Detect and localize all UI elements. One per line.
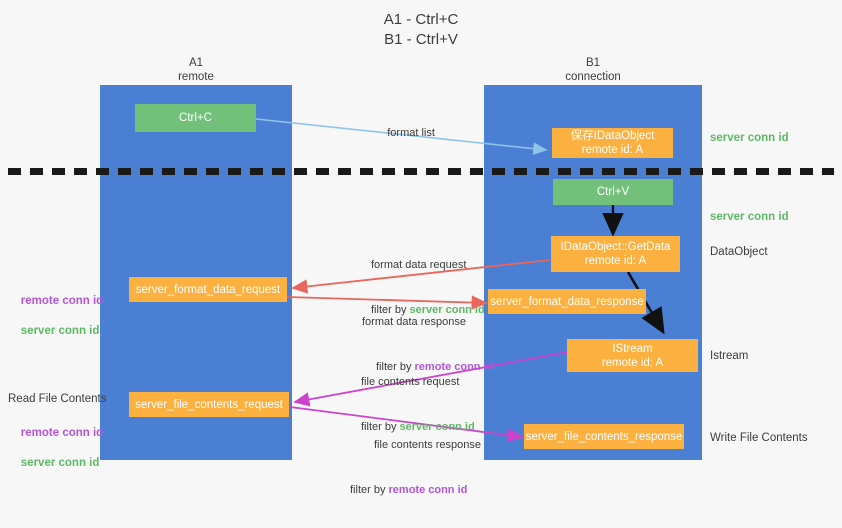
node-ctrl-v[interactable]: Ctrl+V — [553, 179, 673, 205]
edge-label-format-list-line1: format list — [387, 127, 435, 139]
caption-left-conn-ids-2: remote conn id server conn id — [8, 411, 103, 486]
phase-divider — [8, 168, 834, 175]
caption-remote-conn-id-1: remote conn id — [20, 295, 104, 307]
caption-left-conn-ids-1: remote conn id server conn id — [8, 279, 103, 354]
caption-server-conn-id-1: server conn id — [710, 132, 789, 144]
caption-write-file-contents: Write File Contents — [710, 432, 808, 444]
edge-line1: format data request — [371, 259, 467, 271]
edge-line2-prefix: filter by — [376, 361, 415, 373]
lane-header-b1: B1 connection — [565, 57, 621, 83]
node-server-file-contents-request[interactable]: server_file_contents_request — [129, 392, 289, 417]
node-idataobject-getdata[interactable]: IDataObject::GetData remote id: A — [551, 236, 680, 272]
node-save-idataobject[interactable]: 保存IDataObject remote id: A — [552, 128, 673, 158]
caption-server-conn-id-left-2: server conn id — [20, 457, 100, 469]
edge-label-format-list: format list — [375, 111, 435, 156]
node-server-file-contents-response[interactable]: server_file_contents_response — [524, 424, 684, 449]
caption-server-conn-id-left-1: server conn id — [20, 325, 100, 337]
diagram-canvas: A1 - Ctrl+C B1 - Ctrl+V A1 remote B1 con… — [8, 11, 834, 496]
edge-line2: filter by remote conn id — [362, 360, 493, 375]
edge-line2: filter by server conn id — [371, 303, 485, 318]
edge-label-file-contents-request: file contents request filter by server c… — [361, 345, 475, 465]
page-title: A1 - Ctrl+C B1 - Ctrl+V — [383, 11, 459, 48]
caption-read-file-contents: Read File Contents — [8, 393, 107, 405]
node-server-format-data-request[interactable]: server_format_data_request — [129, 277, 287, 302]
edge-line2-prefix: filter by — [350, 484, 389, 496]
edge-line2-highlight: remote conn id — [388, 484, 468, 496]
edge-line2-prefix: filter by — [361, 421, 400, 433]
node-server-format-data-response[interactable]: server_format_data_response — [488, 289, 646, 314]
edge-line1: file contents response — [374, 439, 482, 451]
edge-label-format-data-request: format data request filter by server con… — [371, 228, 485, 348]
lane-header-a1: A1 remote — [178, 57, 214, 83]
edge-label-format-data-response: format data response filter by remote co… — [362, 285, 493, 405]
caption-remote-conn-id-2: remote conn id — [20, 427, 104, 439]
edge-label-file-contents-response: file contents response filter by remote … — [350, 408, 482, 528]
edge-line2-highlight: server conn id — [399, 421, 475, 433]
edge-line2-highlight: remote conn id — [414, 361, 494, 373]
edge-line2-highlight: server conn id — [409, 304, 485, 316]
edge-line2: filter by server conn id — [361, 420, 475, 435]
node-istream[interactable]: IStream remote id: A — [567, 339, 698, 372]
caption-dataobject: DataObject — [710, 246, 768, 258]
caption-istream: Istream — [710, 350, 749, 362]
edge-line1: file contents request — [361, 376, 460, 388]
node-ctrl-c[interactable]: Ctrl+C — [135, 104, 256, 132]
caption-server-conn-id-2: server conn id — [710, 211, 789, 223]
edge-line2: filter by remote conn id — [350, 483, 481, 498]
edge-line1: format data response — [362, 316, 466, 328]
edge-line2-prefix: filter by — [371, 304, 410, 316]
